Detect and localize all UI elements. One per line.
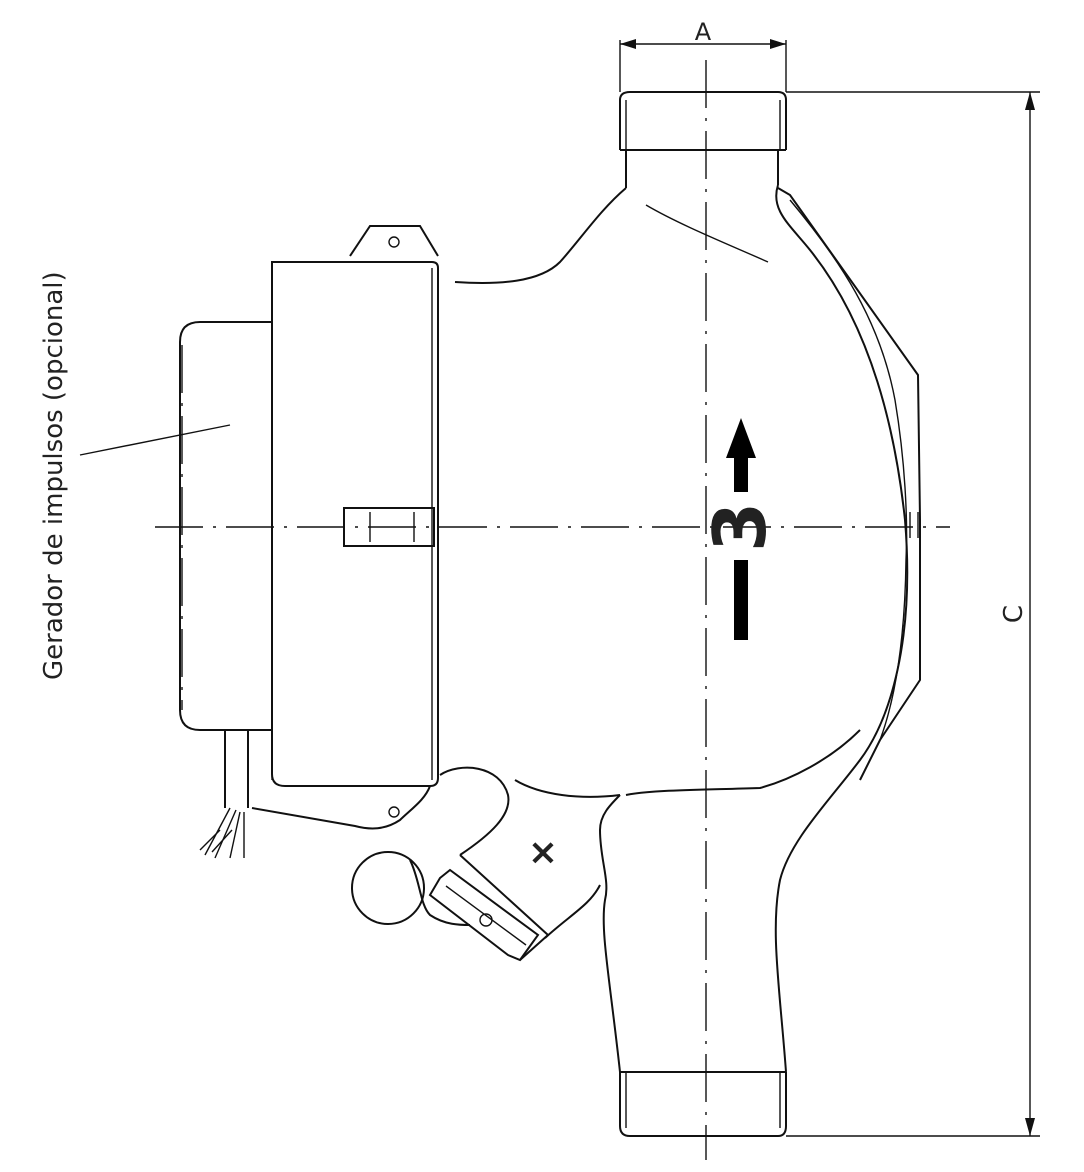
center-lines — [155, 60, 950, 1160]
callout-label: Gerador de impulsos (opcional) — [39, 271, 69, 680]
mark-symbol: × — [528, 832, 558, 873]
pulse-generator — [179, 321, 272, 859]
top-connector — [619, 91, 787, 188]
bottom-connector — [619, 1071, 787, 1137]
dimension-c — [786, 91, 1040, 1137]
meter-body — [454, 184, 921, 1073]
flow-direction-arrow — [726, 418, 756, 640]
dimension-a-label: A — [695, 18, 712, 46]
flow-direction-symbol: 3 — [698, 502, 782, 552]
dimension-a — [619, 39, 787, 92]
side-fitting — [351, 766, 550, 962]
callout-leader-line — [79, 424, 231, 456]
dimension-c-label: C — [999, 605, 1029, 623]
